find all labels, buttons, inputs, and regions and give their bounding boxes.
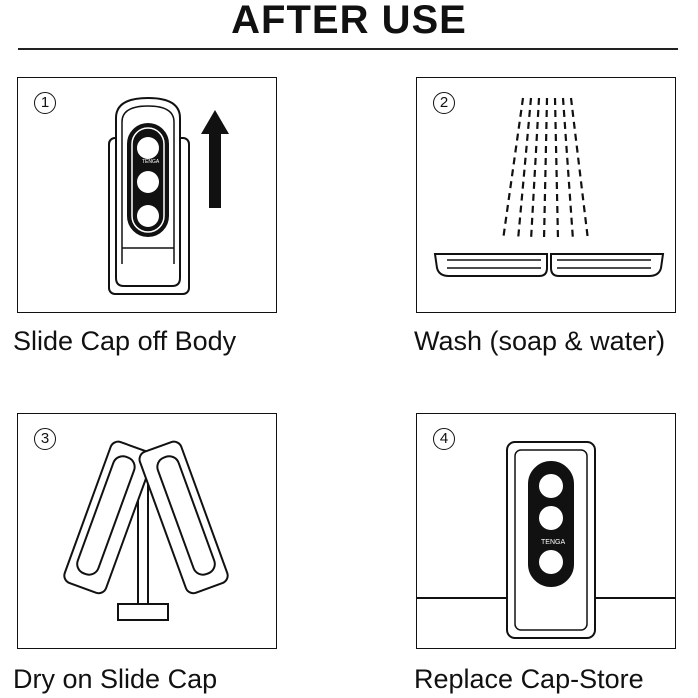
page-title: AFTER USE [231,0,467,42]
step-1-caption: Slide Cap off Body [13,326,237,356]
step-1-panel: 1 TENGA [17,77,277,313]
step-3-panel: 3 [17,413,277,649]
step-3-caption: Dry on Slide Cap [13,664,218,694]
step-1-number: 1 [34,92,56,114]
water-spray-icon [501,97,590,241]
arrow-up-icon [201,110,229,208]
svg-text:TENGA: TENGA [142,159,160,165]
step-2-number: 2 [433,92,455,114]
step-4-illustration: TENGA [417,441,675,639]
stored-device-icon [417,441,675,639]
step-1-illustration: TENGA [108,96,229,295]
step-3-illustration [63,440,229,621]
step-4-panel: 4 TENGA [416,413,676,649]
step-2-illustration [433,97,665,277]
step-4-caption: Replace Cap-Store [414,664,644,694]
svg-text:TENGA: TENGA [541,539,565,546]
step-2-caption: Wash (soap & water) [414,326,666,356]
drying-stand-icon [63,440,229,621]
step-3-number: 3 [34,428,56,450]
title-divider [18,48,678,50]
step-4-number: 4 [433,428,455,450]
step-2-panel: 2 [416,77,676,313]
